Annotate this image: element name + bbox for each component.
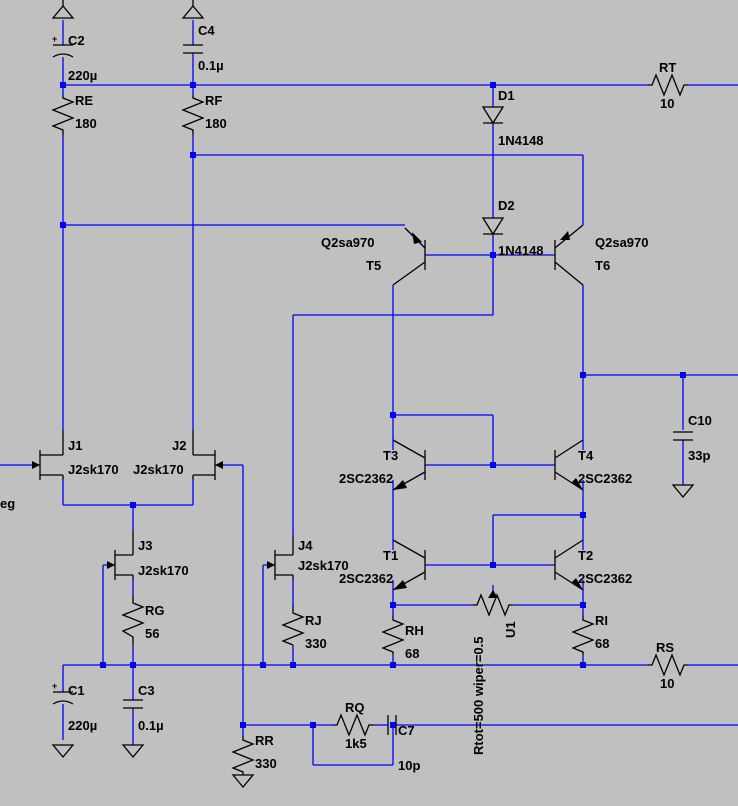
label-c7-value: 10p: [398, 758, 420, 773]
resistor-rs[interactable]: [648, 653, 688, 677]
jfet-j3[interactable]: [107, 530, 134, 580]
label-c2-name: C2: [68, 33, 85, 48]
label-rq-name: RQ: [345, 700, 365, 715]
resistor-rh[interactable]: [381, 615, 405, 655]
transistor-t2[interactable]: [554, 539, 584, 591]
label-j1-value: J2sk170: [68, 462, 119, 477]
label-rs-name: RS: [656, 640, 674, 655]
ground-symbol-rr: [231, 774, 255, 789]
label-t6-value: Q2sa970: [595, 235, 649, 250]
supply-arrow-left: [51, 4, 75, 19]
label-t1-name: T1: [383, 548, 398, 563]
label-c10-value: 33p: [688, 448, 710, 463]
label-t2-value: 2SC2362: [578, 571, 632, 586]
capacitor-c7[interactable]: [387, 715, 397, 735]
label-c1-name: C1: [68, 683, 85, 698]
label-d1-name: D1: [498, 88, 515, 103]
transistor-t6[interactable]: [554, 224, 584, 286]
label-rh-value: 68: [405, 646, 419, 661]
label-t4-name: T4: [578, 448, 594, 463]
capacitor-c4[interactable]: [183, 44, 203, 54]
resistor-ri[interactable]: [571, 615, 595, 655]
jfet-j4[interactable]: [267, 535, 294, 580]
label-t3-value: 2SC2362: [339, 471, 393, 486]
label-rr-value: 330: [255, 756, 277, 771]
diode-d1[interactable]: [481, 106, 505, 125]
label-rs-value: 10: [660, 676, 674, 691]
label-j3-name: J3: [138, 538, 152, 553]
resistor-rf[interactable]: [181, 95, 205, 135]
resistor-rr[interactable]: [231, 735, 255, 775]
label-d2-value: 1N4148: [498, 243, 544, 258]
label-rj-name: RJ: [305, 613, 322, 628]
label-t5-name: T5: [366, 258, 381, 273]
label-rj-value: 330: [305, 636, 327, 651]
label-c3-name: C3: [138, 683, 155, 698]
label-j2-name: J2: [172, 438, 186, 453]
label-rf-name: RF: [205, 93, 222, 108]
wires: [0, 20, 738, 766]
ground-symbol-c10: [671, 484, 695, 499]
label-c4-value: 0.1µ: [198, 58, 224, 73]
label-j3-value: J2sk170: [138, 563, 189, 578]
label-t3-name: T3: [383, 448, 398, 463]
svg-text:+: +: [52, 34, 57, 44]
label-c10-name: C10: [688, 413, 712, 428]
label-c2-value: 220µ: [68, 68, 97, 83]
capacitor-c10[interactable]: [673, 431, 693, 441]
capacitor-c1[interactable]: +: [52, 681, 74, 705]
label-rf-value: 180: [205, 116, 227, 131]
label-u1-name: U1: [503, 621, 518, 638]
resistor-re[interactable]: [51, 95, 75, 135]
capacitor-c3[interactable]: [123, 699, 143, 709]
transistor-t5[interactable]: [392, 227, 426, 286]
transistor-t4[interactable]: [554, 439, 584, 491]
label-t4-value: 2SC2362: [578, 471, 632, 486]
label-c4-name: C4: [198, 23, 215, 38]
label-ri-value: 68: [595, 636, 609, 651]
label-rh-name: RH: [405, 623, 424, 638]
resistor-rj[interactable]: [281, 605, 305, 646]
label-re-value: 180: [75, 116, 97, 131]
capacitor-c2[interactable]: +: [52, 34, 74, 58]
supply-arrow-right: [181, 4, 205, 19]
label-re-name: RE: [75, 93, 93, 108]
label-t2-name: T2: [578, 548, 593, 563]
label-rq-value: 1k5: [345, 736, 367, 751]
label-j1-name: J1: [68, 438, 82, 453]
resistor-rg[interactable]: [121, 595, 145, 645]
jfet-j1[interactable]: [32, 430, 64, 480]
resistor-rt[interactable]: [648, 73, 688, 97]
label-rg-value: 56: [145, 626, 159, 641]
label-ri-name: RI: [595, 613, 608, 628]
label-c3-value: 0.1µ: [138, 718, 164, 733]
label-j2-value: J2sk170: [133, 462, 184, 477]
diode-d2[interactable]: [481, 217, 505, 236]
component-labels: C2 220µ C4 0.1µ RE 180 RF 180 RT 10 D1 1…: [0, 23, 712, 773]
transistor-t1[interactable]: [392, 539, 426, 591]
svg-text:+: +: [52, 681, 57, 691]
net-label-fragment: eg: [0, 496, 15, 511]
ground-symbol-c3: [121, 744, 145, 759]
jfet-j2[interactable]: [192, 430, 223, 480]
potentiometer-u1[interactable]: [473, 590, 513, 617]
label-j4-value: J2sk170: [298, 558, 349, 573]
label-u1-value: Rtot=500 wiper=0.5: [471, 637, 486, 756]
label-rt-value: 10: [660, 96, 674, 111]
label-c7-name: C7: [398, 723, 415, 738]
label-t1-value: 2SC2362: [339, 571, 393, 586]
ground-symbol-c1: [51, 744, 75, 759]
label-t5-value: Q2sa970: [321, 235, 375, 250]
label-d1-value: 1N4148: [498, 133, 544, 148]
label-d2-name: D2: [498, 198, 515, 213]
resistor-rq[interactable]: [333, 713, 373, 737]
label-rg-name: RG: [145, 603, 165, 618]
label-rt-name: RT: [659, 60, 676, 75]
transistor-t3[interactable]: [392, 439, 426, 491]
label-c1-value: 220µ: [68, 718, 97, 733]
label-t6-name: T6: [595, 258, 610, 273]
label-rr-name: RR: [255, 733, 274, 748]
label-j4-name: J4: [298, 538, 313, 553]
